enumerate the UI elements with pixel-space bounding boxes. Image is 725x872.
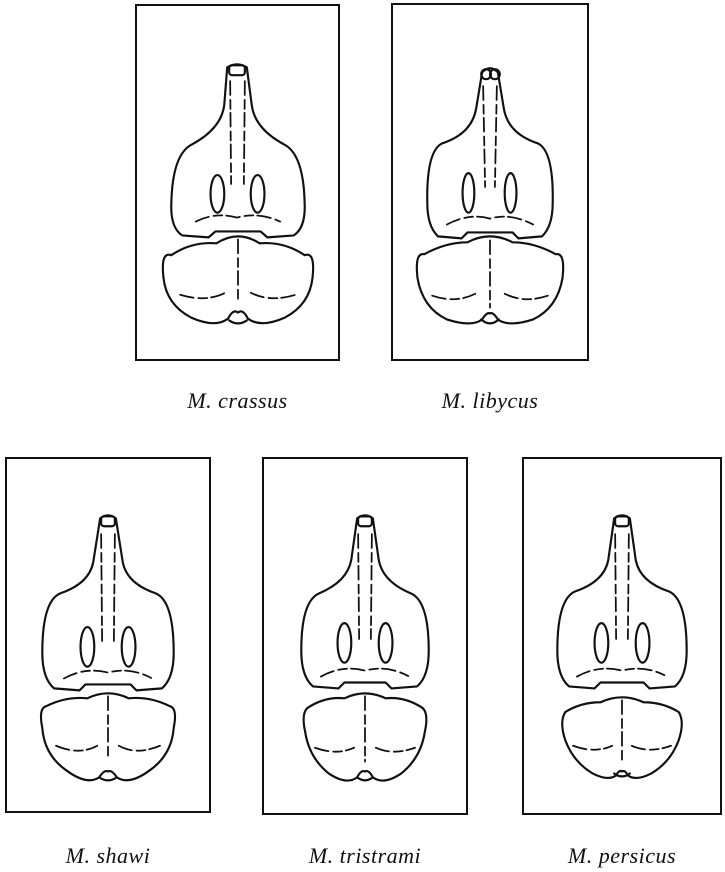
skull-icon [301, 515, 428, 780]
skull-icon [557, 515, 686, 778]
skull-drawing-persicus [524, 459, 720, 813]
skull-caption-shawi: M. shawi [5, 843, 211, 869]
skull-drawing-shawi [7, 459, 209, 811]
skull-icon [41, 515, 175, 780]
skull-panel-persicus [522, 457, 722, 815]
skull-panel-libycus [391, 3, 589, 361]
skull-caption-tristrami: M. tristrami [262, 843, 468, 869]
skull-panel-shawi [5, 457, 211, 813]
skull-panel-tristrami [262, 457, 468, 815]
skull-panel-crassus [135, 4, 340, 361]
skull-drawing-libycus [393, 5, 587, 359]
skull-icon [163, 64, 313, 323]
skull-caption-libycus: M. libycus [391, 388, 589, 414]
skull-caption-persicus: M. persicus [522, 843, 722, 869]
skull-drawing-crassus [137, 6, 338, 359]
skull-icon [417, 68, 563, 323]
skull-caption-crassus: M. crassus [135, 388, 340, 414]
skull-drawing-tristrami [264, 459, 466, 813]
